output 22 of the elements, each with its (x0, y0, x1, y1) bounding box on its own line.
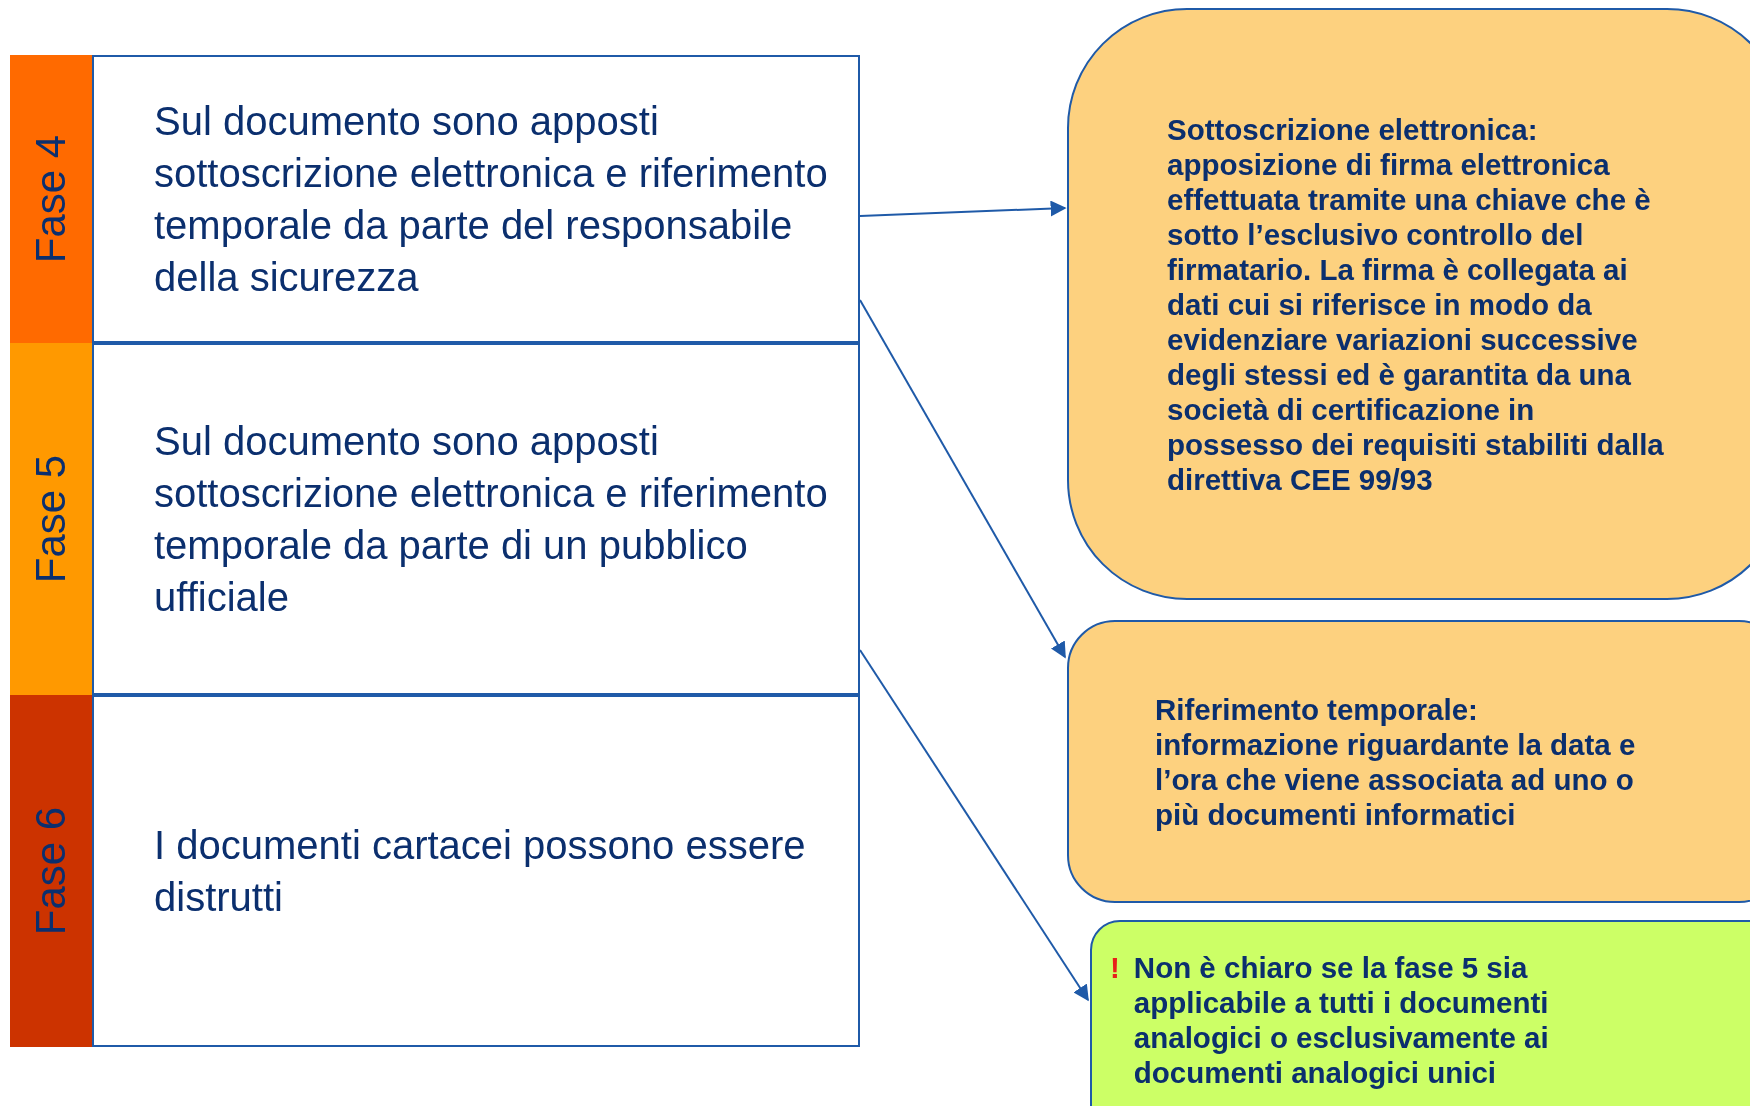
step-box (92, 695, 860, 1047)
definition-callout (1067, 620, 1750, 903)
phase-band (10, 343, 92, 695)
note-text: Non è chiaro se la fase 5 sia applicabile a tutti i documenti analogici o esclusivamente ai documenti analogici unici (1133, 950, 1550, 1090)
phase-label: Fase 6 (27, 806, 75, 936)
step-text: Sul documento sono apposti sottoscrizione elettronica e riferimento temporale da parte di un pubblico ufficiale (154, 418, 829, 621)
definition-callout (1067, 8, 1750, 600)
definition-text: Riferimento temporale: informazione riguardante la data e l’ora che viene associata ad uno o più documenti informatici (1155, 691, 1637, 832)
definition-text: Sottoscrizione elettronica: apposizione di firma elettronica effettuata tramite una chiave che è sotto l’esclusivo controllo del firmatario. La firma è collegata ai dati cui si riferisce in modo da evidenziare variazioni successive degli stessi ed è garantita da una società di certificazione in possesso dei requisiti stabiliti dalla direttiva CEE 99/93 (1167, 111, 1665, 497)
phase-label: Fase 5 (27, 454, 75, 584)
step-text: I documenti cartacei possono essere distrutti (154, 822, 807, 921)
arrow (859, 299, 1066, 659)
warning-note (1090, 920, 1750, 1106)
step-box (92, 343, 860, 695)
arrow (859, 200, 1067, 217)
phase-band (10, 695, 92, 1047)
phase-band (10, 55, 92, 343)
arrow (859, 649, 1089, 1002)
step-box (92, 55, 860, 343)
exclamation-mark: ! (1110, 950, 1120, 985)
phase-label: Fase 4 (27, 134, 75, 264)
step-text: Sul documento sono apposti sottoscrizione elettronica e riferimento temporale da parte del responsabile della sicurezza (154, 98, 829, 301)
